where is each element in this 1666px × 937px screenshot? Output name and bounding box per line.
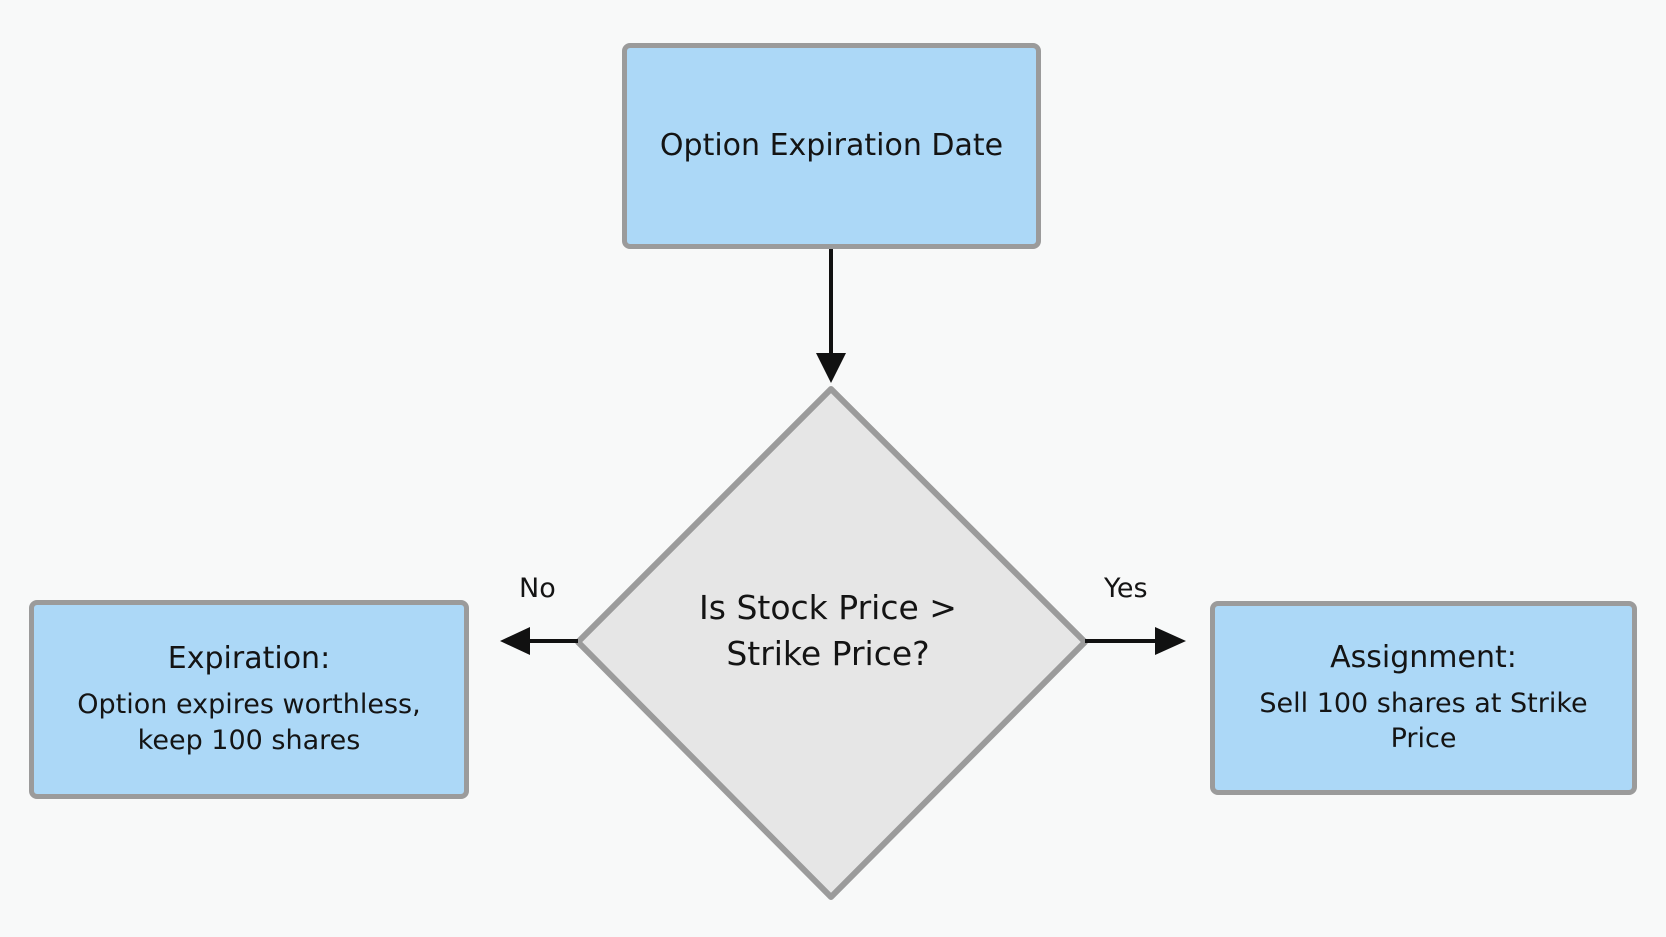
edge-label-no: No (519, 573, 556, 604)
arrow-decision-to-yes (1085, 627, 1186, 655)
start-node: Option Expiration Date (622, 43, 1041, 249)
arrow-start-to-decision (816, 249, 846, 383)
start-node-label: Option Expiration Date (659, 128, 1004, 163)
no-outcome-node: Expiration: Option expires worthless, ke… (29, 600, 469, 799)
arrow-decision-to-no (500, 627, 578, 655)
yes-outcome-body: Sell 100 shares at Strike Price (1259, 687, 1588, 754)
no-outcome-heading: Expiration: (167, 641, 331, 677)
yes-outcome-node: Assignment: Sell 100 shares at Strike Pr… (1210, 601, 1637, 795)
edge-label-yes: Yes (1104, 573, 1148, 604)
decision-label: Is Stock Price > Strike Price? (699, 588, 957, 674)
no-outcome-body: Option expires worthless, keep 100 share… (77, 689, 421, 756)
yes-outcome-heading: Assignment: (1330, 639, 1517, 675)
decision-diamond (575, 386, 1088, 900)
